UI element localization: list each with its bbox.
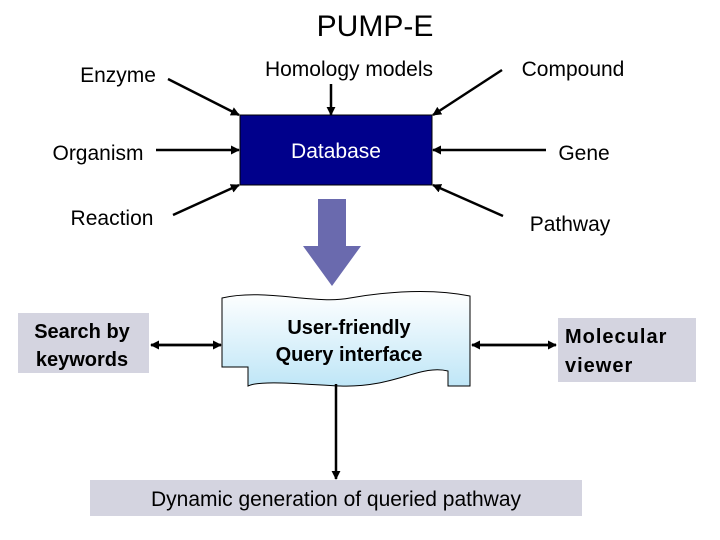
- gene-label: Gene: [558, 142, 609, 165]
- flow-down-arrow: [303, 199, 361, 286]
- compound-label: Compound: [522, 58, 625, 81]
- enzyme-label: Enzyme: [80, 64, 156, 87]
- compound-arrow: [432, 68, 503, 117]
- molecular-viewer-box: [558, 318, 696, 382]
- reaction-label: Reaction: [71, 207, 154, 230]
- database-box: [239, 114, 433, 186]
- search-by-keywords-line1: Search by: [34, 321, 130, 343]
- search-by-keywords-line2: keywords: [36, 349, 128, 371]
- organism-label: Organism: [52, 142, 143, 165]
- molecular-viewer-line2: viewer: [565, 355, 633, 377]
- dynamic-generation-box: [90, 480, 582, 516]
- query-interface-line2: Query interface: [276, 344, 423, 366]
- query-interface-box: [221, 291, 471, 387]
- pathway-label: Pathway: [530, 213, 611, 236]
- dynamic-generation-label: Dynamic generation of queried pathway: [151, 488, 522, 511]
- database-label: Database: [291, 140, 381, 163]
- query-interface-line1: User-friendly: [287, 317, 411, 339]
- enzyme-arrow: [167, 77, 240, 117]
- pathway-arrow: [432, 183, 504, 218]
- homology-models-label: Homology models: [265, 58, 433, 81]
- reaction-arrow: [172, 183, 240, 217]
- molecular-viewer-line1: Molecular: [565, 326, 667, 348]
- diagram-title: PUMP-E: [317, 10, 434, 43]
- search-by-keywords-box: [18, 313, 149, 373]
